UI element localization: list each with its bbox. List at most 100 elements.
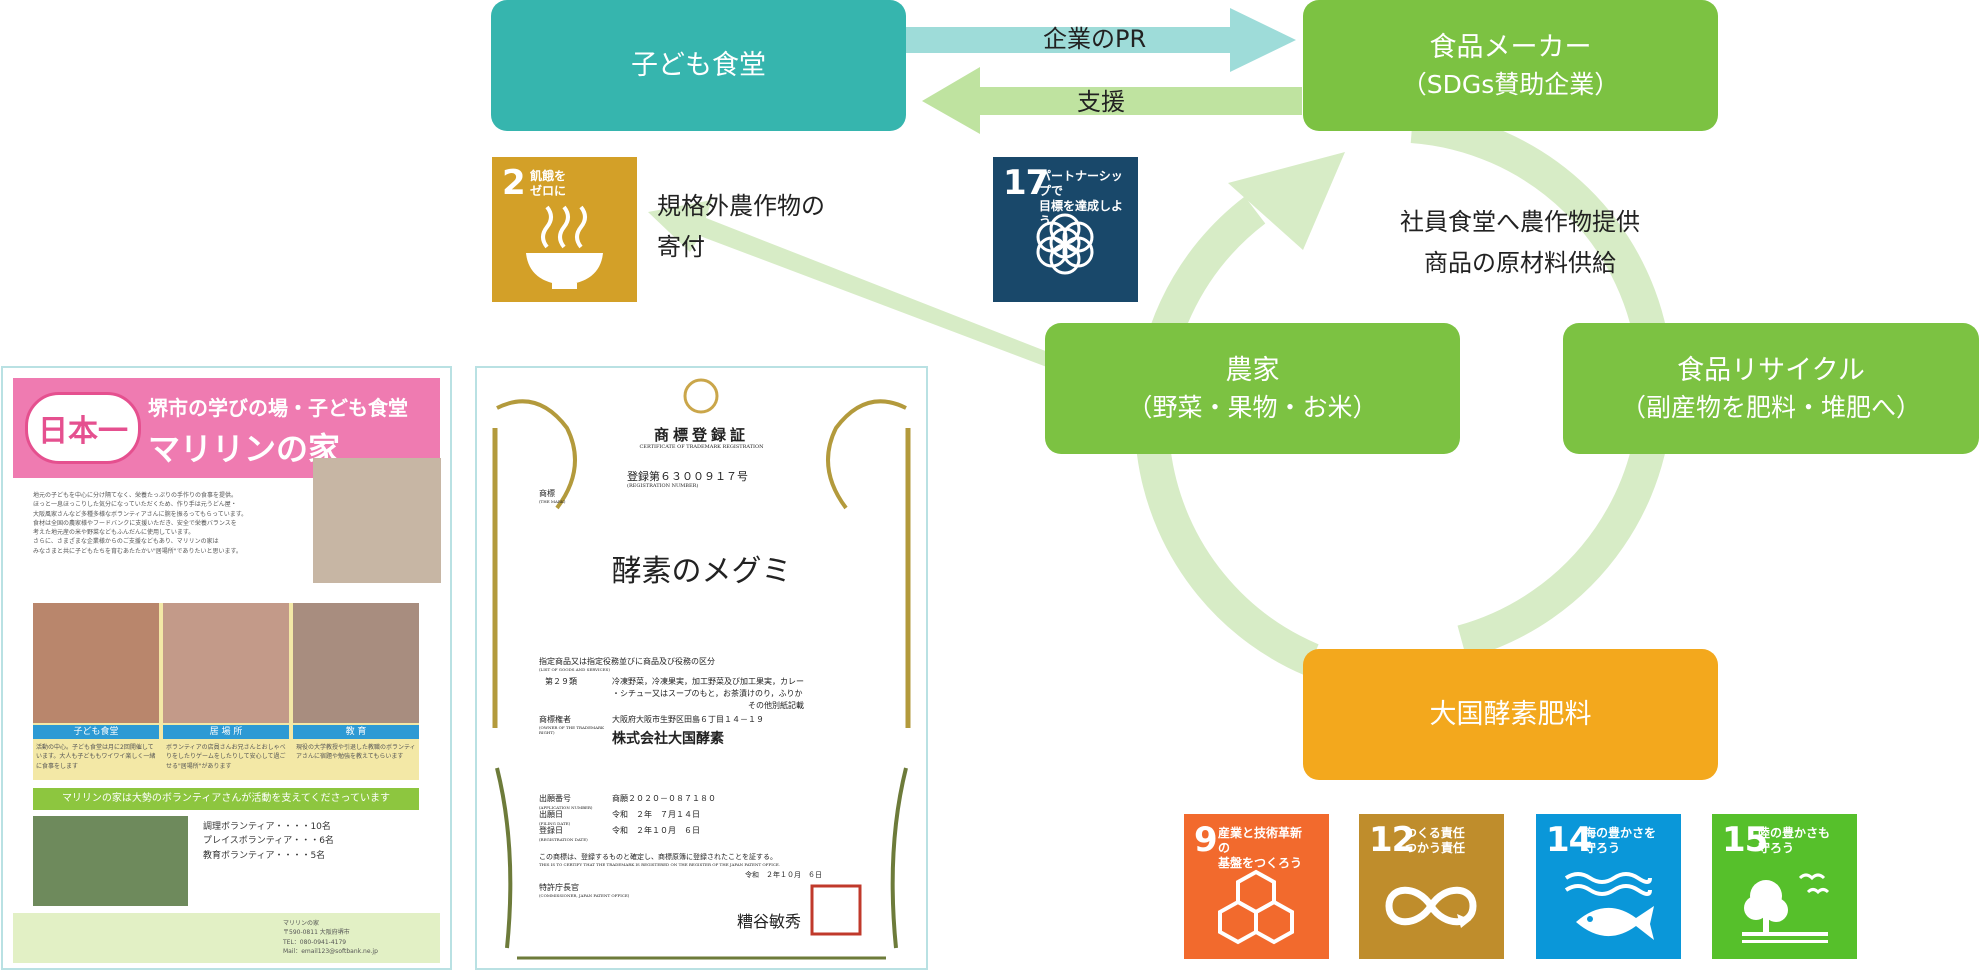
sdg-12-number: 12	[1369, 820, 1415, 860]
node-farmer: 農家 （野菜・果物・お米）	[1045, 323, 1460, 454]
certificate-row-label-en: (APPLICATION NUMBER)	[539, 804, 593, 810]
infinity-icon	[1385, 886, 1477, 928]
flyer-photo	[293, 603, 419, 723]
flyer-volunteer-line: 教育ボランティア・・・・5名	[203, 850, 326, 861]
certificate-statement-en: THIS IS TO CERTIFY THAT THE TRADEMARK IS…	[539, 862, 781, 867]
support-arrow	[922, 67, 1302, 134]
certificate-owner-address: 大阪府大阪市生野区田島６丁目１４－１９	[612, 715, 764, 724]
flyer-section-text: 活動の中心。子ども食堂は月に2回開催しています。大人も子どももワイワイ楽しく一緒…	[36, 744, 156, 770]
certificate-statement-date: 令和 ２年１０月 ６日	[745, 871, 822, 879]
certificate-reg-number: 登録第６３００９１７号	[627, 470, 748, 483]
flyer-marilyn-house: 日本一 堺市の学びの場・子ども食堂 マリリンの家 地元の子どもを中心に分け隔てな…	[1, 366, 452, 970]
cycle-label-line1: 社員食堂へ農作物提供	[1400, 208, 1640, 236]
node-maker-subtitle: （SDGs賛助企業）	[1401, 69, 1620, 99]
flyer-footer: マリリンの家 〒590-0811 大阪府堺市 TEL：080-0941-4179…	[13, 913, 440, 963]
certificate-row-label: 出願番号	[539, 794, 571, 803]
flyer-photo-group	[313, 458, 441, 583]
certificate-owner-label-en: (OWNER OF THE TRADEMARK RIGHT)	[539, 725, 605, 735]
bowl-icon	[526, 205, 603, 289]
sdg-14-number: 14	[1546, 820, 1592, 860]
sdg-2-number: 2	[502, 163, 526, 203]
certificate-row-label-en: (FILING DATE)	[539, 820, 571, 826]
certificate-owner-label: 商標権者	[539, 715, 571, 724]
flyer-footer-line: マリリンの家	[283, 920, 320, 927]
flyer-footer-line: TEL：080-0941-4179	[283, 938, 347, 946]
sdg-2-tile: 2 飢餓を ゼロに	[492, 157, 637, 302]
certificate-title-en: CERTIFICATE OF TRADEMARK REGISTRATION	[639, 444, 764, 450]
cycle-label-line2: 商品の原材料供給	[1424, 248, 1616, 277]
donation-label-line1: 規格外農作物の	[657, 192, 825, 220]
flyer-section-label: 子ども食堂	[33, 725, 159, 739]
sdg-2-caption: 飢餓を ゼロに	[530, 169, 567, 198]
certificate-mark-label: 商標	[539, 489, 555, 498]
node-kodomo-title: 子ども食堂	[631, 49, 766, 81]
pr-label: 企業のPR	[1043, 25, 1147, 53]
certificate-goods-line: その他別紙記載	[748, 701, 804, 710]
certificate-row-label: 出願日	[539, 810, 563, 820]
flyer-body-line: ほっと一息ほっこりした気分になっていただくため、作り手は元うどん屋・	[33, 501, 237, 509]
flyer-body: 地元の子どもを中心に分け隔てなく、栄養たっぷりの手作りの食事を提供。 ほっと一息…	[33, 491, 315, 556]
certificate-goods-heading-en: (LIST OF GOODS AND SERVICES)	[539, 667, 610, 672]
flyer-body-line: みなさまと共に子どもたちを育むあたたかい"居場所"でありたいと思います。	[33, 547, 242, 555]
donation-arrow	[648, 200, 1060, 372]
flyer-section-text: ボランティアの店員さんお兄さんとおしゃべりをしたりゲームをしたりして安心して過ご…	[166, 744, 286, 770]
node-food-maker: 食品メーカー （SDGs賛助企業）	[1303, 0, 1718, 131]
certificate-goods-text: 冷凍野菜，冷凍果実，加工野菜及び加工果実，カレー ・シチュー又はスープのもと，お…	[612, 676, 804, 712]
certificate-row: 出願番号(APPLICATION NUMBER) 商願２０２０－０８７１８０	[539, 794, 716, 810]
certificate-row-value: 商願２０２０－０８７１８０	[612, 794, 716, 803]
sdg-15-caption: 陸の豊かさも 守ろう	[1758, 826, 1831, 855]
flower-icon	[1036, 213, 1094, 275]
certificate-title: 商標登録証	[653, 426, 749, 444]
sdg-15-tile: 15 陸の豊かさも 守ろう	[1712, 814, 1857, 959]
flyer-photo	[163, 603, 289, 723]
node-kodomo-shokudo: 子ども食堂	[491, 0, 906, 131]
fish-icon	[1564, 872, 1654, 940]
flyer-body-line: 食材は全国の農家様やフードバンクに支援いただき、安全で栄養バランスを	[33, 519, 237, 527]
certificate-statement: この商標は、登録するものと確定し、商標原簿に登録されたことを証する。	[539, 853, 777, 861]
tree-icon	[1742, 873, 1830, 943]
pr-arrow	[906, 8, 1296, 72]
certificate-goods-class: 第２９類	[545, 677, 577, 686]
sdg-15-number: 15	[1722, 820, 1768, 860]
certificate-row-value: 令和 ２年１０月 ６日	[612, 826, 700, 836]
node-daikoku-title: 大国酵素肥料	[1429, 698, 1592, 730]
certificate-mark: 酵素のメグミ	[611, 554, 792, 589]
certificate-row-value: 令和 ２年 ７月１４日	[612, 810, 700, 820]
sdg-12-caption: つくる責任 つかう責任	[1405, 826, 1466, 855]
certificate-rows: 出願番号(APPLICATION NUMBER) 商願２０２０－０８７１８０ 出願…	[539, 794, 716, 843]
sdg-17-tile: 17 パートナーシップで 目標を達成しよう	[993, 157, 1138, 302]
node-food-recycle: 食品リサイクル （副産物を肥料・堆肥へ）	[1563, 323, 1979, 454]
flyer-footer-line: 〒590-0811 大阪府堺市	[283, 929, 350, 937]
sdg-12-tile: 12 つくる責任 つかう責任	[1359, 814, 1504, 959]
flyer-footer-lines: マリリンの家 〒590-0811 大阪府堺市 TEL：080-0941-4179…	[283, 919, 378, 956]
flyer-badge: 日本一	[25, 392, 141, 464]
flyer-section-label: 居 場 所	[163, 725, 289, 739]
cycle-arrowhead	[1228, 152, 1345, 250]
flyer-volunteer-photo	[33, 816, 188, 906]
flyer-title-line2: マリリンの家	[148, 430, 341, 468]
flyer-title-line1: 堺市の学びの場・子ども食堂	[148, 396, 408, 420]
flyer-section-label: 教 育	[293, 725, 419, 739]
certificate-signature: 糟谷敏秀	[737, 912, 802, 931]
certificate-commissioner-en: (COMMISSIONER, JAPAN PATENT OFFICE)	[539, 893, 630, 898]
cubes-icon	[1218, 869, 1294, 945]
donation-label: 規格外農作物の 寄付	[657, 186, 825, 268]
certificate-row-label-en: (REGISTRATION DATE)	[539, 837, 588, 843]
node-recycle-subtitle: （副産物を肥料・堆肥へ）	[1620, 392, 1921, 422]
sdg-14-tile: 14 海の豊かさを 守ろう	[1536, 814, 1681, 959]
certificate-owner-name: 株式会社大国酵素	[612, 731, 724, 747]
flyer-body-line: さらに、さまざまな企業様からのご支援などもあり、マリリンの家は	[33, 538, 219, 546]
trademark-certificate: 商標登録証 CERTIFICATE OF TRADEMARK REGISTRAT…	[475, 366, 928, 970]
node-daikoku-fertilizer: 大国酵素肥料	[1303, 649, 1718, 780]
sdg-9-number: 9	[1194, 820, 1218, 860]
flyer-body-line: 大阪風家さんなど多種多様なボランティアさんに腕を振るってもらっています。	[33, 510, 248, 518]
node-farmer-subtitle: （野菜・果物・お米）	[1127, 392, 1378, 422]
flyer-volunteer-line: プレイスボランティア・・・6名	[203, 836, 334, 847]
flyer-footer-line: Mail：email123@softbank.ne.jp	[283, 947, 378, 955]
certificate-reg-number-en: (REGISTRATION NUMBER)	[627, 483, 699, 489]
sdg-17-caption: パートナーシップで 目標を達成しよう	[1039, 169, 1124, 228]
flyer-section-text: 現役の大学教授や引退した教職のボランティアさんに宿題や勉強を教えてもらいます	[296, 744, 416, 761]
certificate-goods-line: ・シチュー又はスープのもと，お茶漬けのり，ふりか	[612, 689, 803, 698]
sdg-14-caption: 海の豊かさを 守ろう	[1584, 826, 1657, 855]
